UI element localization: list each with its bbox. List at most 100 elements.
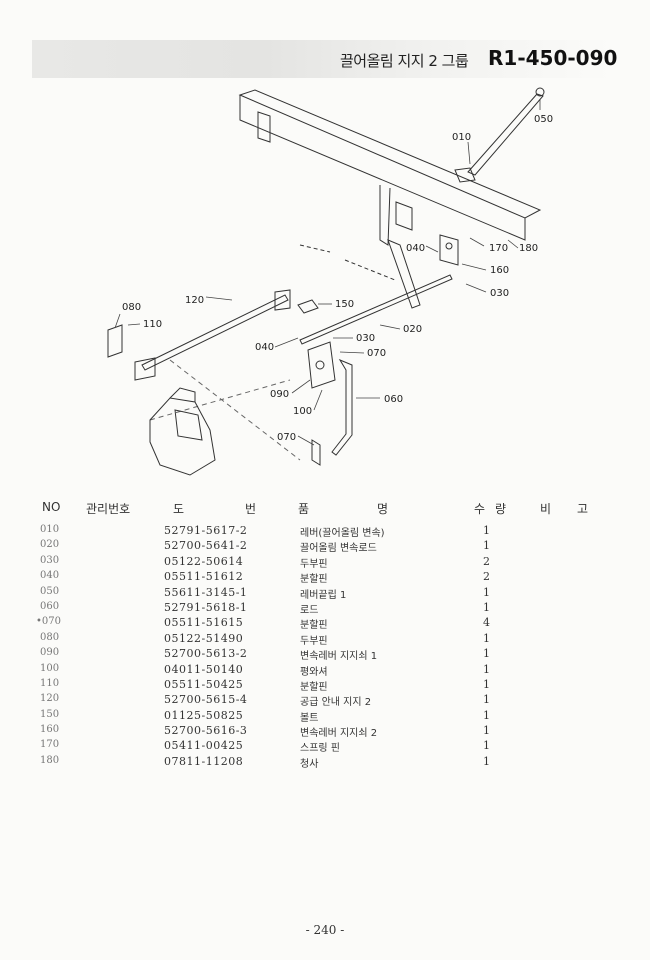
row-part-no: 05411-00425	[164, 739, 244, 753]
bracket-080	[107, 324, 123, 358]
rod-020	[299, 274, 453, 345]
row-part-no: 52700-5641-2	[164, 539, 248, 553]
table-row: 020 52700-5641-2 끌어올림 변속로드 1	[0, 539, 650, 554]
row-no: 050	[40, 585, 60, 597]
row-name: 분할핀	[300, 681, 328, 693]
callout-110: 110	[143, 319, 162, 330]
frame-vertical-right	[395, 201, 413, 231]
row-no: 030	[40, 554, 60, 566]
row-part-no: 05511-50425	[164, 677, 244, 691]
row-part-no: 05122-51490	[164, 631, 244, 645]
row-name: 끌어올림 변속로드	[300, 543, 377, 555]
row-qty: 1	[483, 754, 490, 768]
row-qty: 1	[483, 539, 490, 553]
callout-020: 020	[403, 324, 422, 335]
frame-top-bar-lower	[239, 95, 526, 241]
row-name: 두부핀	[300, 558, 328, 570]
frame-top-bar	[238, 89, 542, 219]
row-qty: 2	[483, 570, 490, 584]
frame-lower-dashed	[299, 244, 396, 281]
row-name: 청사	[300, 758, 319, 770]
lever-010-base	[454, 167, 476, 183]
callout-040b: 040	[255, 342, 274, 353]
row-name: 분할핀	[300, 620, 328, 632]
row-qty: 1	[483, 585, 490, 599]
row-part-no: 52700-5616-3	[164, 724, 248, 738]
row-no: 060	[40, 600, 60, 612]
row-qty: 1	[483, 693, 490, 707]
lever-010	[467, 93, 544, 176]
frame-vertical-left	[379, 185, 391, 246]
row-no: 020	[40, 539, 60, 551]
row-no: 090	[40, 647, 60, 659]
exploded-parts-diagram: 050 010 170 180 040 160 030 080 120 150 …	[107, 87, 553, 476]
row-qty: 1	[483, 524, 490, 537]
row-no: 010	[40, 524, 60, 535]
frame-diagonal	[387, 239, 421, 309]
callout-170: 170	[489, 243, 508, 254]
header-item-a: 품	[298, 502, 310, 516]
table-row: 030 05122-50614 두부핀 2	[0, 555, 650, 570]
bolt-150	[297, 299, 319, 314]
frame-dashed-long	[149, 359, 301, 461]
row-name: 로드	[300, 604, 319, 616]
callout-070: 070	[367, 348, 386, 359]
table-header: NO 관리번호 도 번 품 명 수 량 비 고	[0, 500, 650, 518]
row-qty: 1	[483, 739, 490, 753]
row-qty: 4	[483, 616, 490, 630]
pin-070	[311, 439, 321, 466]
row-part-no: 52700-5613-2	[164, 647, 248, 661]
header-item-b: 명	[377, 502, 389, 516]
support-090	[307, 341, 336, 389]
callout-160: 160	[490, 265, 509, 276]
row-qty: 1	[483, 724, 490, 738]
row-name: 공급 안내 지지 2	[300, 697, 372, 709]
callout-080: 080	[122, 302, 141, 313]
row-part-no: 05122-50614	[164, 554, 244, 568]
group-code: R1-450-090	[488, 46, 618, 70]
row-part-no: 05511-51615	[164, 616, 244, 630]
row-name: 변속레버 지지쇠 2	[300, 728, 378, 740]
row-part-no: 52791-5618-1	[164, 600, 248, 614]
table-row: 060 52791-5618-1 로드 1	[0, 601, 650, 616]
row-no: 170	[40, 739, 60, 751]
row-part-no: 52700-5615-4	[164, 693, 248, 707]
page-title: 끌어올림 지지 2 그룹	[340, 52, 469, 70]
row-name: 레버끝립 1	[300, 589, 347, 601]
row-qty: 1	[483, 600, 490, 614]
callout-030b: 030	[356, 333, 375, 344]
header-mgmt-no: 관리번호	[86, 502, 131, 516]
header-qty-b: 량	[495, 502, 507, 516]
callout-150: 150	[335, 299, 354, 310]
row-qty: 1	[483, 708, 490, 722]
header-band	[32, 40, 612, 78]
row-part-no: 52791-5617-2	[164, 524, 248, 537]
rod-120	[141, 294, 289, 371]
row-qty: 2	[483, 554, 490, 568]
callout-090: 090	[270, 389, 289, 400]
header-drawing-b: 번	[245, 502, 257, 516]
header-no: NO	[42, 500, 61, 514]
row-no: 100	[40, 662, 60, 674]
row-no: 120	[40, 693, 60, 705]
callout-040: 040	[406, 243, 425, 254]
row-no: 110	[40, 677, 60, 689]
row-part-no: 04011-50140	[164, 662, 244, 676]
lever-knob-050	[535, 87, 545, 97]
row-name: 스프링 핀	[300, 743, 340, 755]
row-name: 평와셔	[300, 666, 328, 678]
row-part-no: 01125-50825	[164, 708, 244, 722]
header-remark-a: 비	[540, 502, 552, 516]
rod-060	[331, 358, 353, 456]
row-name: 볼트	[300, 712, 319, 724]
